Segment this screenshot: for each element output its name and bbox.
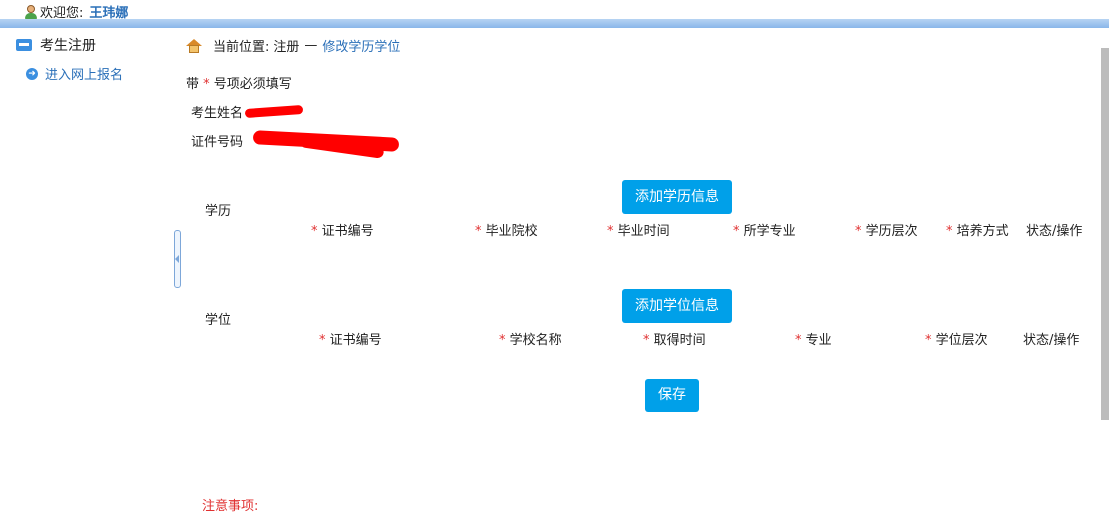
required-star: *	[855, 224, 866, 239]
sidebar-item-online-registration[interactable]: ➜ 进入网上报名	[26, 64, 123, 83]
card-icon	[16, 39, 32, 51]
sidebar-collapse-handle[interactable]	[174, 230, 181, 288]
education-column-header: * 证书编号	[311, 220, 374, 239]
top-bar: 欢迎您: 王玮娜	[0, 0, 1109, 21]
required-star: *	[946, 224, 957, 239]
user-icon	[24, 4, 37, 19]
required-star: *	[795, 333, 806, 348]
sidebar-title-label: 考生注册	[40, 38, 96, 54]
sidebar-item-label: 进入网上报名	[45, 68, 124, 83]
required-star: *	[607, 224, 618, 239]
required-star: *	[319, 333, 330, 348]
degree-section-label: 学位	[205, 313, 232, 328]
breadcrumb-prefix: 当前位置:	[213, 40, 270, 55]
column-label: 学历层次	[865, 224, 918, 239]
add-degree-button[interactable]: 添加学位信息	[622, 289, 732, 323]
column-label: 专业	[805, 333, 832, 348]
breadcrumb-section: 注册	[273, 40, 300, 55]
education-column-header: * 毕业时间	[607, 220, 670, 239]
save-button[interactable]: 保存	[645, 379, 699, 412]
redaction-mark	[244, 104, 304, 119]
column-label: 学校名称	[509, 333, 562, 348]
degree-column-header: * 证书编号	[319, 329, 382, 348]
header-divider-bar	[0, 19, 1109, 28]
required-star: *	[499, 333, 510, 348]
required-star: *	[925, 333, 936, 348]
add-education-button[interactable]: 添加学历信息	[622, 180, 732, 214]
education-column-header: * 所学专业	[733, 220, 796, 239]
breadcrumb-separator: —	[304, 38, 318, 53]
education-column-header: * 培养方式	[946, 220, 1009, 239]
education-column-header: * 毕业院校	[475, 220, 538, 239]
column-label: 毕业院校	[485, 224, 538, 239]
column-label: 学位层次	[935, 333, 988, 348]
breadcrumb: 当前位置: 注册 — 修改学历学位	[186, 36, 400, 55]
column-label: 取得时间	[653, 333, 706, 348]
degree-column-header: * 专业	[795, 329, 832, 348]
required-note-after: 号项必须填写	[213, 77, 292, 92]
welcome-message: 欢迎您: 王玮娜	[24, 2, 128, 21]
degree-column-header: * 学位层次	[925, 329, 988, 348]
sidebar: 考生注册 ➜ 进入网上报名	[0, 28, 170, 505]
column-label: 状态/操作	[1023, 333, 1080, 348]
column-label: 证书编号	[329, 333, 382, 348]
required-star: *	[203, 77, 210, 92]
column-label: 毕业时间	[617, 224, 670, 239]
column-label: 状态/操作	[1026, 224, 1083, 239]
name-row: 考生姓名	[191, 102, 304, 121]
name-label: 考生姓名	[191, 106, 244, 121]
required-note: 带 * 号项必须填写	[186, 73, 292, 92]
arrow-right-circle-icon: ➜	[26, 67, 38, 80]
welcome-label: 欢迎您:	[40, 6, 84, 21]
user-name[interactable]: 王玮娜	[89, 6, 129, 21]
sidebar-title[interactable]: 考生注册	[16, 35, 96, 55]
degree-column-header: * 取得时间	[643, 329, 706, 348]
id-row: 证件号码	[191, 129, 400, 152]
required-note-before: 带	[186, 77, 200, 92]
required-star: *	[311, 224, 322, 239]
required-star: *	[643, 333, 654, 348]
breadcrumb-current: 修改学历学位	[322, 40, 401, 55]
column-label: 培养方式	[956, 224, 1009, 239]
degree-column-header: * 学校名称	[499, 329, 562, 348]
home-icon	[186, 38, 203, 53]
degree-column-header: 状态/操作	[1023, 329, 1079, 348]
column-label: 证书编号	[321, 224, 374, 239]
education-column-header: 状态/操作	[1026, 220, 1082, 239]
column-label: 所学专业	[743, 224, 796, 239]
vertical-scrollbar[interactable]	[1101, 48, 1109, 420]
education-section-label: 学历	[205, 204, 232, 219]
id-label: 证件号码	[191, 135, 244, 150]
required-star: *	[475, 224, 486, 239]
education-column-header: * 学历层次	[855, 220, 918, 239]
required-star: *	[733, 224, 744, 239]
